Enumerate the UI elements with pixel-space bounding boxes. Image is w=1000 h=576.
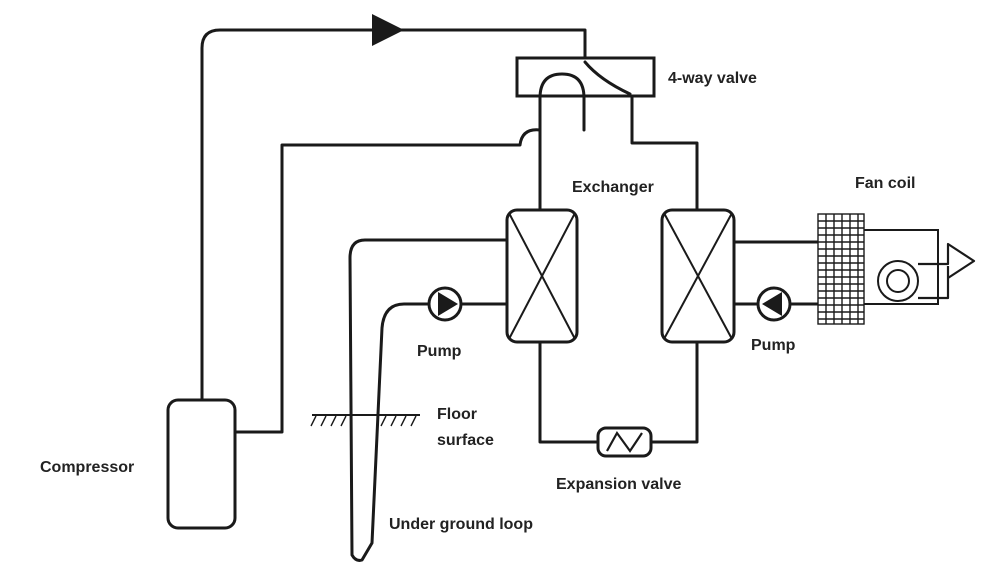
compressor-suction-line: [233, 72, 586, 434]
four-way-valve-label: 4-way valve: [668, 70, 757, 87]
surface-label: surface: [437, 432, 494, 449]
under-ground-loop: [348, 238, 509, 562]
fan-coil: [817, 213, 976, 325]
pump-arrow-icon: [438, 292, 458, 316]
floor-label: Floor: [437, 406, 477, 423]
four-way-valve: [515, 56, 656, 98]
compressor-label: Compressor: [40, 459, 134, 476]
floor-surface-symbol: [310, 414, 420, 427]
pump-arrow-icon: [762, 292, 782, 316]
under-ground-loop-label: Under ground loop: [389, 516, 533, 533]
fan-coil-loop: [732, 240, 820, 306]
air-outlet-arrow: [918, 242, 976, 300]
load-side-heat-exchanger: [660, 208, 736, 344]
compressor-discharge-line: [200, 14, 587, 402]
refrigerant-loop: [538, 94, 699, 444]
fan-coil-pump: [756, 286, 792, 322]
fan-coil-label: Fan coil: [855, 175, 915, 192]
compressor: [166, 398, 237, 530]
flow-direction-arrow: [372, 14, 404, 46]
coil-grid: [817, 213, 865, 325]
ground-loop-pump: [427, 286, 463, 322]
pump-left-label: Pump: [417, 343, 462, 360]
pump-right-label: Pump: [751, 337, 796, 354]
exchanger-label: Exchanger: [572, 179, 654, 196]
ground-side-heat-exchanger: [505, 208, 579, 344]
expansion-valve-label: Expansion valve: [556, 476, 681, 493]
expansion-valve: [596, 426, 653, 458]
fan-icon: [877, 260, 919, 302]
